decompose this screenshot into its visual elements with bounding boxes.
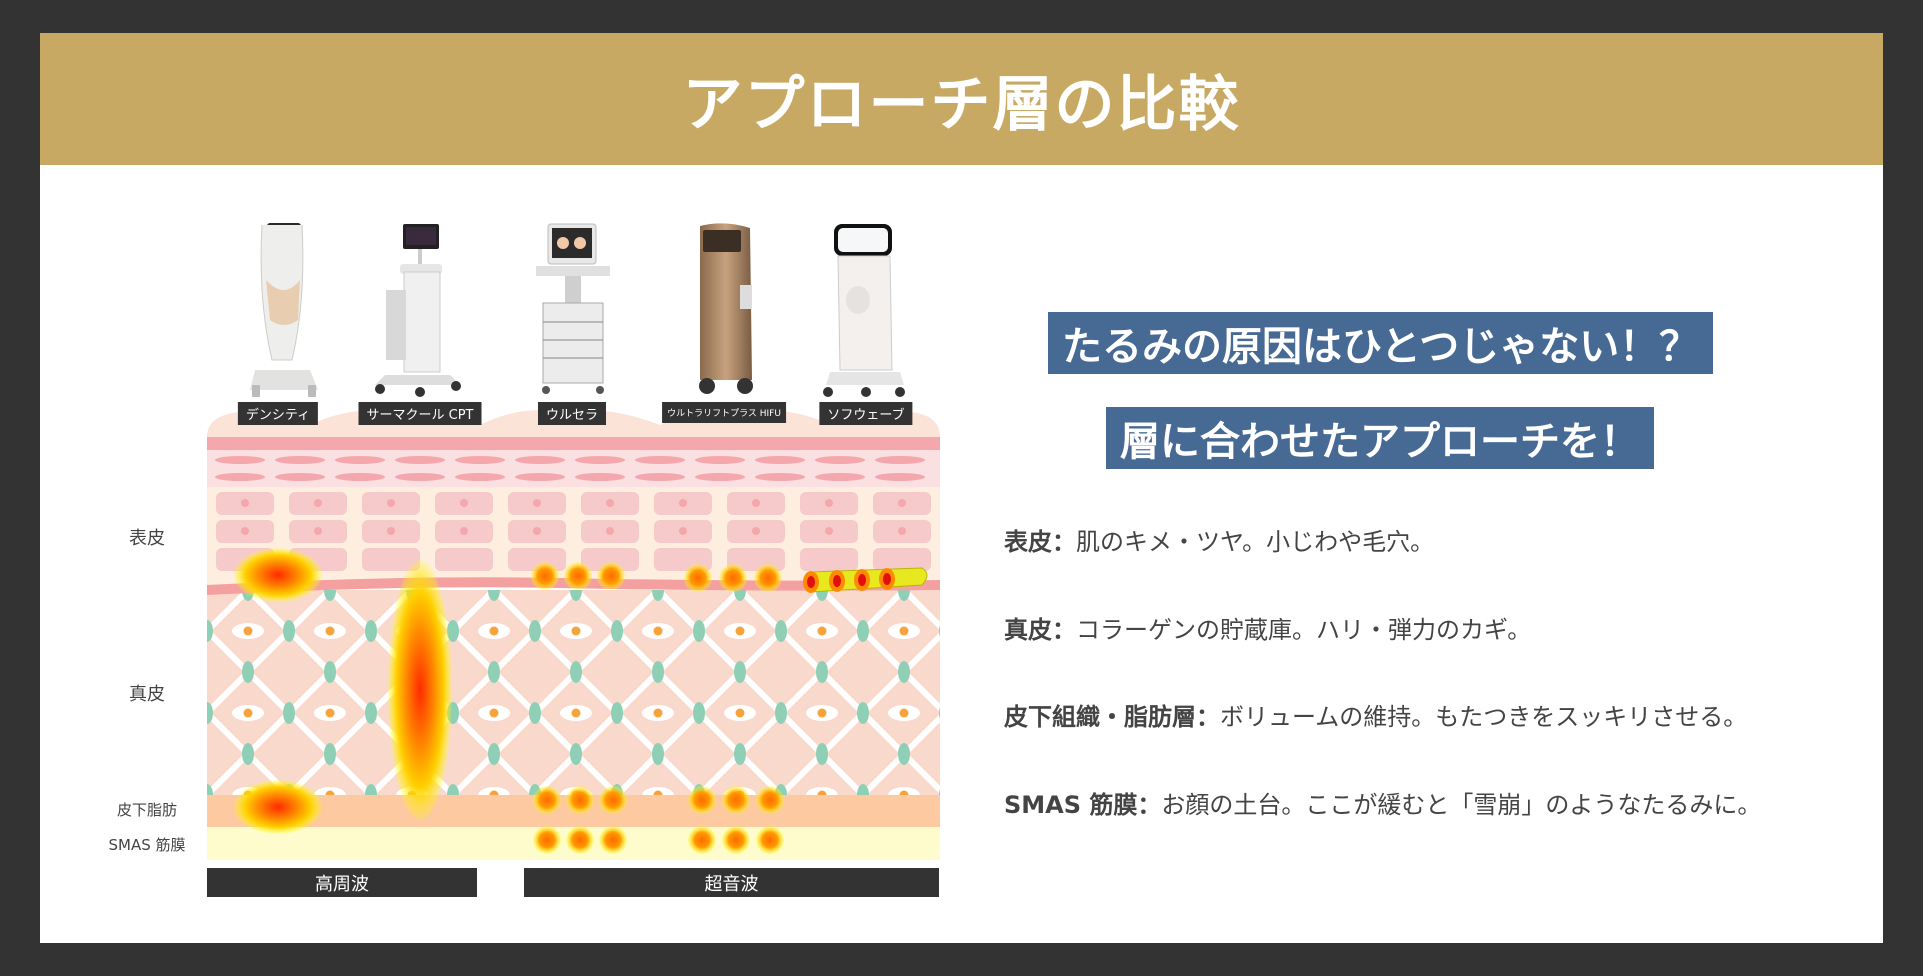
heat-dots-ulthera	[531, 562, 627, 854]
device-sofwave-icon	[823, 224, 905, 397]
description-epidermis: 表皮：肌のキメ・ツヤ。小じわや毛穴。	[1004, 522, 1434, 557]
layer-label-epidermis: 表皮	[129, 528, 165, 549]
heat-zone-density-epidermis	[234, 548, 322, 602]
heat-zone-density-fat	[234, 780, 322, 834]
description-text: ボリュームの維持。もたつきをスッキリさせる。	[1220, 703, 1748, 731]
tech-bar-ultrasound: 超音波	[524, 868, 939, 897]
callout-headline-2: 層に合わせたアプローチを！	[1106, 407, 1654, 469]
device-label-thermage: サーマクール CPT	[358, 402, 482, 425]
description-text: 肌のキメ・ツヤ。小じわや毛穴。	[1076, 528, 1435, 556]
layer-label-dermis: 真皮	[129, 684, 165, 705]
layer-label-smas: SMAS 筋膜	[108, 836, 186, 854]
heat-zone-thermage	[388, 560, 452, 820]
layer-label-fat: 皮下脂肪	[116, 801, 177, 819]
device-ulthera-icon	[536, 223, 610, 394]
description-term: 皮下組織・脂肪層：	[1004, 703, 1220, 731]
description-term: SMAS 筋膜：	[1004, 791, 1162, 819]
device-label-density: デンシティ	[237, 402, 319, 425]
device-density-icon	[250, 223, 318, 397]
device-label-ulthera: ウルセラ	[537, 402, 607, 425]
device-thermage-icon	[375, 224, 461, 397]
description-term: 表皮：	[1004, 528, 1076, 556]
callout-headline-1: たるみの原因はひとつじゃない！？	[1048, 312, 1714, 374]
description-smas: SMAS 筋膜：お顔の土台。ここが緩むと「雪崩」のようなたるみに。	[1004, 785, 1761, 820]
description-text: お顔の土台。ここが緩むと「雪崩」のようなたるみに。	[1161, 791, 1762, 819]
heat-dots-ultralift	[684, 564, 784, 854]
tech-bar-radiofrequency: 高周波	[207, 868, 477, 897]
heat-cylinders-sofwave	[803, 567, 928, 593]
description-term: 真皮：	[1004, 616, 1076, 644]
device-ultralift-icon	[699, 223, 753, 394]
device-label-sofwave: ソフウェーブ	[819, 402, 913, 425]
description-text: コラーゲンの貯蔵庫。ハリ・弾力のカギ。	[1076, 616, 1532, 644]
description-fat-layer: 皮下組織・脂肪層：ボリュームの維持。もたつきをスッキリさせる。	[1004, 697, 1747, 732]
title-banner: アプローチ層の比較	[40, 33, 1883, 165]
device-label-ultralift: ウルトラリフトプラス HIFU	[662, 402, 786, 423]
page-title: アプローチ層の比較	[682, 69, 1241, 140]
description-dermis: 真皮：コラーゲンの貯蔵庫。ハリ・弾力のカギ。	[1004, 610, 1531, 645]
